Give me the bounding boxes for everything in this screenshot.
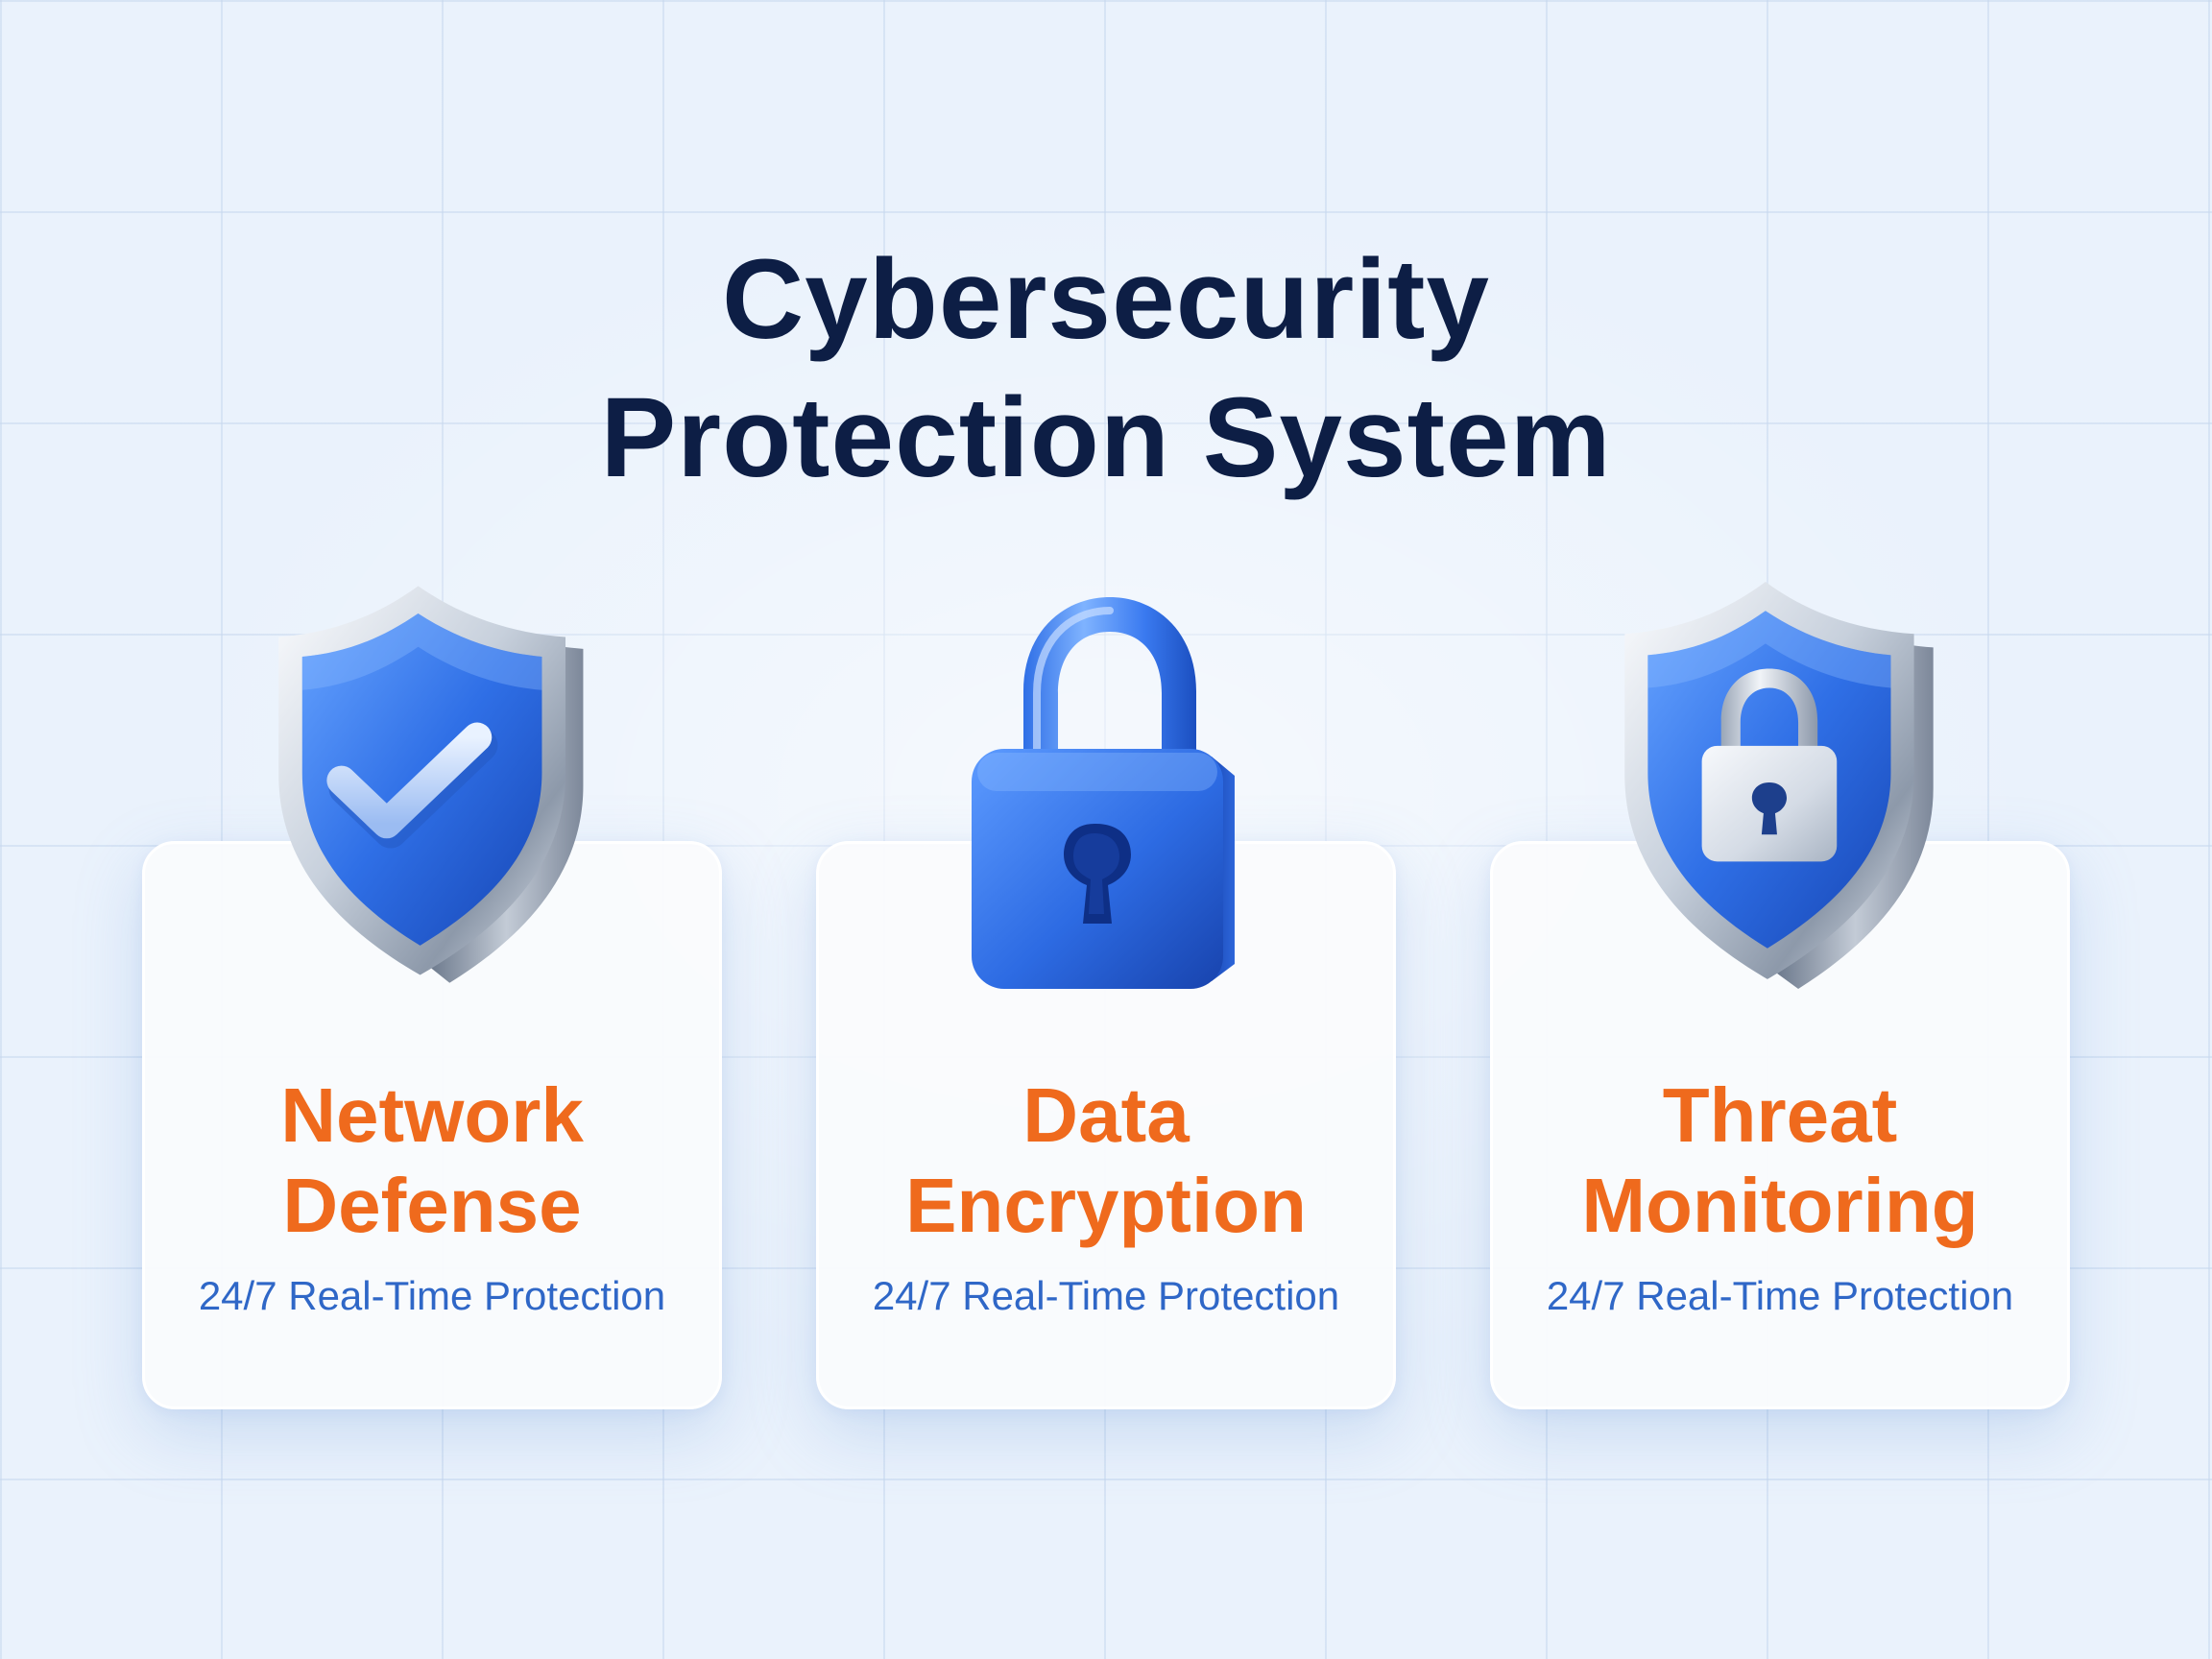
page-title-line-1: Cybersecurity: [721, 236, 1491, 363]
shield-check-icon: [278, 586, 584, 983]
card-heading: Network Defense: [145, 1070, 719, 1251]
card-heading: Threat Monitoring: [1493, 1070, 2067, 1251]
card-heading-line-1: Threat: [1662, 1072, 1898, 1158]
card-subtitle: 24/7 Real-Time Protection: [872, 1273, 1340, 1318]
page-title: Cybersecurity Protection System: [0, 230, 2212, 507]
card-subtitle: 24/7 Real-Time Protection: [198, 1273, 666, 1318]
card-heading-line-2: Monitoring: [1581, 1163, 1979, 1248]
card-subtitle: 24/7 Real-Time Protection: [1546, 1273, 2014, 1318]
page-title-line-2: Protection System: [600, 374, 1612, 501]
card-heading: Data Encryption: [819, 1070, 1393, 1251]
shield-lock-icon: [1624, 582, 1934, 989]
card-heading-line-2: Defense: [282, 1163, 582, 1248]
feature-card-threat-monitoring: Threat Monitoring 24/7 Real-Time Protect…: [1490, 841, 2070, 1409]
padlock-icon: [972, 597, 1235, 989]
card-heading-line-2: Encryption: [905, 1163, 1307, 1248]
card-heading-line-1: Network: [280, 1072, 584, 1158]
card-heading-line-1: Data: [1022, 1072, 1190, 1158]
